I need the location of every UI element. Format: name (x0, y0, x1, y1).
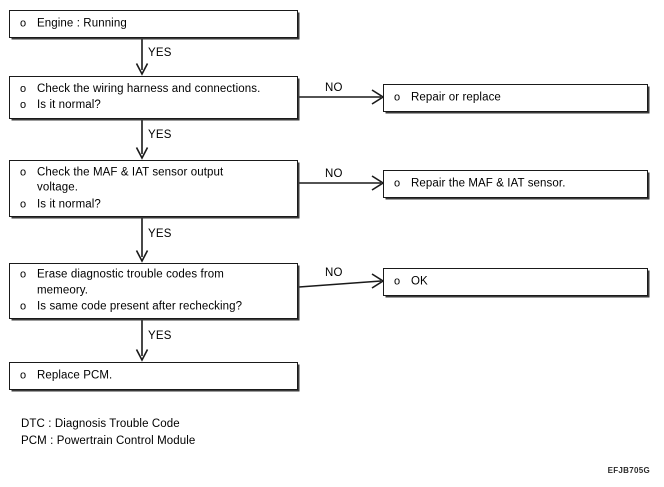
bullet-icon: o (20, 82, 27, 95)
figure-reference-code: EFJB705G (607, 466, 650, 475)
node-check-maf-iat-sensor-voltage[interactable]: o Check the MAF & IAT sensor output volt… (9, 160, 298, 217)
node-erase-diagnostic-trouble-codes[interactable]: o Erase diagnostic trouble codes from me… (9, 263, 298, 319)
node-line: o Is it normal? (20, 197, 289, 213)
bullet-icon: o (20, 17, 27, 30)
node-engine-running[interactable]: o Engine : Running (9, 10, 298, 38)
bullet-icon: o (394, 91, 401, 104)
node-line: o Repair the MAF & IAT sensor. (394, 176, 639, 192)
legend-line-pcm: PCM : Powertrain Control Module (21, 435, 196, 447)
node-line: o Engine : Running (20, 16, 289, 32)
node-repair-maf-iat-sensor[interactable]: o Repair the MAF & IAT sensor. (383, 170, 648, 198)
bullet-icon: o (394, 275, 401, 288)
node-line: o Is same code present after rechecking? (20, 299, 289, 315)
node-check-wiring-harness[interactable]: o Check the wiring harness and connectio… (9, 76, 298, 119)
node-line: o Is it normal? (20, 98, 289, 114)
bullet-icon: o (20, 197, 27, 210)
bullet-icon: o (20, 300, 27, 313)
bullet-icon: o (394, 177, 401, 190)
edge-label-yes-3: YES (148, 228, 172, 240)
legend-line-dtc: DTC : Diagnosis Trouble Code (21, 418, 180, 430)
edge-label-yes-4: YES (148, 330, 172, 342)
node-ok[interactable]: o OK (383, 268, 648, 296)
bullet-icon: o (20, 369, 27, 382)
legend: DTC : Diagnosis Trouble Code PCM : Power… (21, 416, 195, 450)
connector-yes-4 (135, 319, 149, 362)
node-line: o Replace PCM. (20, 368, 289, 384)
node-line: o Check the MAF & IAT sensor output volt… (20, 165, 224, 194)
node-repair-or-replace[interactable]: o Repair or replace (383, 84, 648, 112)
node-replace-pcm[interactable]: o Replace PCM. (9, 362, 298, 390)
bullet-icon: o (20, 99, 27, 111)
bullet-icon: o (20, 268, 27, 281)
connector-yes-3 (135, 217, 149, 263)
node-line: o Erase diagnostic trouble codes from me… (20, 268, 224, 296)
node-line: o Repair or replace (394, 90, 639, 106)
edge-label-no-2: NO (325, 168, 343, 180)
edge-label-no-3: NO (325, 267, 343, 279)
node-line: o OK (394, 274, 639, 290)
connector-yes-2 (135, 119, 149, 160)
bullet-icon: o (20, 165, 27, 178)
edge-label-no-1: NO (325, 82, 343, 94)
edge-label-yes-1: YES (148, 47, 172, 59)
connector-yes-1 (135, 38, 149, 76)
node-line: o Check the wiring harness and connectio… (20, 82, 289, 98)
edge-label-yes-2: YES (148, 129, 172, 141)
